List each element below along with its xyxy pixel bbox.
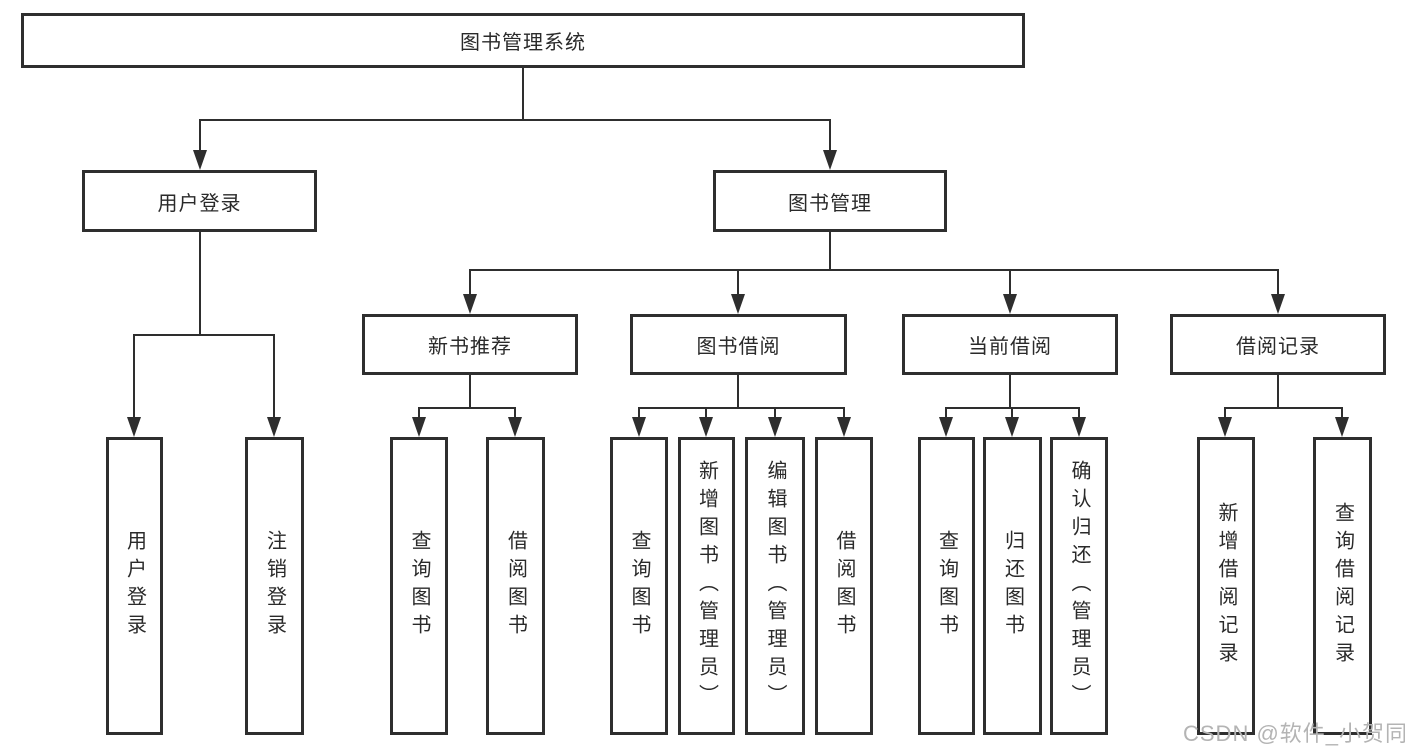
leaf-query-books-current: 查询图书 — [918, 437, 975, 735]
arrow-down-icon — [768, 417, 782, 437]
arrow-down-icon — [127, 417, 141, 437]
leaf-borrow-books-borrowing: 借阅图书 — [815, 437, 873, 735]
leaf-label: 用户登录 — [123, 530, 146, 642]
connector — [522, 68, 524, 120]
arrow-down-icon — [267, 417, 281, 437]
leaf-user-login: 用户登录 — [106, 437, 163, 735]
arrow-down-icon — [193, 150, 207, 170]
node-current-borrowing: 当前借阅 — [902, 314, 1118, 375]
arrow-down-icon — [1218, 417, 1232, 437]
node-label: 用户登录 — [157, 192, 242, 215]
connector — [829, 119, 831, 152]
node-borrowing-records: 借阅记录 — [1170, 314, 1386, 375]
leaf-borrow-books-recommend: 借阅图书 — [486, 437, 545, 735]
arrow-down-icon — [463, 294, 477, 314]
leaf-label: 编辑图书（管理员） — [764, 460, 786, 712]
csdn-watermark: CSDN @软件_小贺同学 — [1183, 721, 1405, 746]
node-label: 当前借阅 — [968, 336, 1052, 358]
node-label: 借阅记录 — [1236, 336, 1320, 358]
connector — [514, 407, 516, 419]
connector — [1009, 375, 1011, 409]
connector — [133, 334, 135, 419]
connector — [1224, 407, 1343, 409]
connector — [945, 407, 947, 419]
connector — [829, 232, 831, 271]
leaf-query-books-borrowing: 查询图书 — [610, 437, 668, 735]
connector — [418, 407, 420, 419]
connector — [199, 232, 201, 336]
arrow-down-icon — [731, 294, 745, 314]
connector — [1009, 269, 1011, 296]
node-book-borrowing: 图书借阅 — [630, 314, 847, 375]
arrow-down-icon — [939, 417, 953, 437]
leaf-logout: 注销登录 — [245, 437, 304, 735]
leaf-label: 查询图书 — [935, 530, 958, 642]
leaf-label: 归还图书 — [1001, 530, 1024, 642]
leaf-label: 注销登录 — [263, 530, 286, 642]
leaf-query-books-recommend: 查询图书 — [390, 437, 448, 735]
connector — [705, 407, 707, 419]
node-new-book-recommendation: 新书推荐 — [362, 314, 578, 375]
arrow-down-icon — [823, 150, 837, 170]
connector — [199, 119, 831, 121]
leaf-label: 确认归还（管理员） — [1068, 460, 1090, 712]
arrow-down-icon — [1335, 417, 1349, 437]
leaf-label: 查询图书 — [408, 530, 430, 642]
connector — [774, 407, 776, 419]
connector — [1341, 407, 1343, 419]
node-label: 图书管理 — [788, 192, 872, 215]
leaf-label: 查询图书 — [628, 530, 650, 642]
leaf-return-books: 归还图书 — [983, 437, 1042, 735]
connector — [737, 375, 739, 409]
connector — [469, 375, 471, 409]
node-label: 新书推荐 — [428, 336, 512, 358]
node-label: 图书管理系统 — [460, 32, 586, 54]
connector — [469, 269, 471, 296]
leaf-add-borrow-record: 新增借阅记录 — [1197, 437, 1255, 735]
arrow-down-icon — [1072, 417, 1086, 437]
leaf-confirm-return-admin: 确认归还（管理员） — [1050, 437, 1108, 735]
arrow-down-icon — [1003, 294, 1017, 314]
leaf-add-books-admin: 新增图书（管理员） — [678, 437, 735, 735]
arrow-down-icon — [1005, 417, 1019, 437]
connector — [469, 269, 1279, 271]
node-book-management: 图书管理 — [713, 170, 947, 232]
connector — [843, 407, 845, 419]
arrow-down-icon — [699, 417, 713, 437]
leaf-label: 查询借阅记录 — [1331, 502, 1354, 670]
connector — [638, 407, 640, 419]
connector — [1011, 407, 1013, 419]
node-library-management-system: 图书管理系统 — [21, 13, 1025, 68]
connector — [418, 407, 516, 409]
connector — [134, 334, 275, 336]
leaf-edit-books-admin: 编辑图书（管理员） — [745, 437, 805, 735]
arrow-down-icon — [1271, 294, 1285, 314]
connector — [273, 334, 275, 419]
connector — [199, 119, 201, 152]
leaf-label: 新增借阅记录 — [1215, 502, 1237, 670]
connector — [638, 407, 845, 409]
connector — [1224, 407, 1226, 419]
connector — [737, 269, 739, 296]
arrow-down-icon — [412, 417, 426, 437]
connector — [1078, 407, 1080, 419]
leaf-label: 借阅图书 — [504, 530, 527, 642]
connector — [1277, 375, 1279, 409]
arrow-down-icon — [837, 417, 851, 437]
node-user-login: 用户登录 — [82, 170, 317, 232]
node-label: 图书借阅 — [696, 336, 781, 358]
leaf-label: 新增图书（管理员） — [695, 460, 718, 712]
arrow-down-icon — [508, 417, 522, 437]
leaf-label: 借阅图书 — [833, 530, 855, 642]
connector — [1277, 269, 1279, 296]
arrow-down-icon — [632, 417, 646, 437]
leaf-query-borrow-record: 查询借阅记录 — [1313, 437, 1372, 735]
